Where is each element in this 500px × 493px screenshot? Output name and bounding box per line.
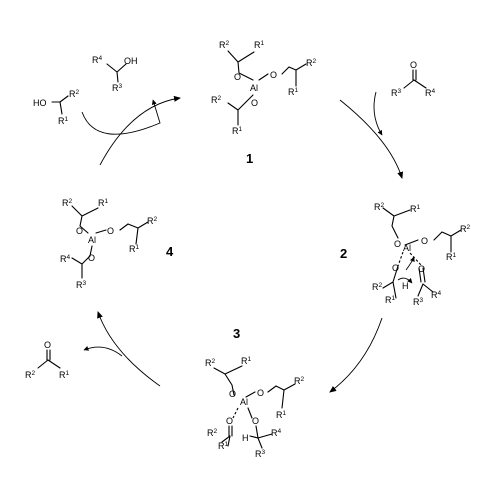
r1-label: R1 xyxy=(276,410,287,420)
r1-label: R1 xyxy=(288,87,299,97)
r4-label: R4 xyxy=(271,428,282,438)
oxygen-label: O xyxy=(418,264,425,274)
r1-label: R1 xyxy=(218,441,229,451)
r2-label: R2 xyxy=(460,224,471,234)
oxygen-label: O xyxy=(234,72,241,82)
ketone-product: O R2 R1 xyxy=(25,340,70,380)
alcohol-leaving: HO R2 R1 xyxy=(33,89,80,126)
hydride-label: H xyxy=(242,433,249,443)
oxygen-label: O xyxy=(251,98,258,108)
r1-label: R1 xyxy=(129,244,140,254)
oxygen-label: O xyxy=(270,70,277,80)
al-atom-label: Al xyxy=(403,243,411,253)
compound-number-4: 4 xyxy=(166,244,174,259)
r1-label: R1 xyxy=(254,40,265,50)
hydroxyl-label: HO xyxy=(33,98,47,108)
arrow-3-to-4 xyxy=(83,311,161,387)
r2-label: R2 xyxy=(205,358,216,368)
r2-label: R2 xyxy=(211,95,222,105)
oxygen-label: O xyxy=(88,253,95,263)
oxygen-label: O xyxy=(257,388,264,398)
alcohol-entering: R4 OH R3 xyxy=(92,55,138,93)
oxygen-label: O xyxy=(229,389,236,399)
r3-label: R3 xyxy=(255,449,266,459)
hydroxyl-label: OH xyxy=(124,56,138,66)
oxygen-label: O xyxy=(107,226,114,236)
oxygen-label: O xyxy=(226,416,233,426)
r4-label: R4 xyxy=(92,55,103,65)
r1-label: R1 xyxy=(58,116,69,126)
al-atom-label: Al xyxy=(88,235,96,245)
r1-label: R1 xyxy=(232,126,243,136)
arrow-2-to-3 xyxy=(329,317,383,393)
r2-label: R2 xyxy=(219,40,230,50)
r3-label: R3 xyxy=(76,280,87,290)
r2-label: R2 xyxy=(294,376,305,386)
compound-1: Al O O O R2 R1 R2 R1 R2 R1 1 xyxy=(211,40,317,166)
r4-label: R4 xyxy=(431,290,442,300)
r4-label: R4 xyxy=(425,88,436,98)
al-atom-label: Al xyxy=(240,397,248,407)
r1-label: R1 xyxy=(241,356,252,366)
arrow-4-to-1 xyxy=(81,95,181,166)
r3-label: R3 xyxy=(391,88,402,98)
oxygen-label: O xyxy=(252,416,259,426)
compound-4: Al O O O R2 R1 R2 R1 R4 R3 4 xyxy=(60,198,174,290)
r1-label: R1 xyxy=(446,252,457,262)
r2-label: R2 xyxy=(25,370,36,380)
oxygen-label: O xyxy=(392,263,399,273)
r1-label: R1 xyxy=(410,204,421,214)
r2-label: R2 xyxy=(207,428,218,438)
r3-label: R3 xyxy=(112,83,123,93)
oxygen-label: O xyxy=(410,60,417,70)
arrow-1-to-2 xyxy=(339,91,404,179)
compound-number-1: 1 xyxy=(246,151,253,166)
oxygen-label: O xyxy=(421,236,428,246)
r4-label: R4 xyxy=(60,254,71,264)
oxygen-label: O xyxy=(394,239,401,249)
compound-2: Al O O O O H R2 R1 R2 R1 R2 R1 R4 R3 2 xyxy=(340,202,471,307)
r2-label: R2 xyxy=(306,58,317,68)
r2-label: R2 xyxy=(374,202,385,212)
r1-label: R1 xyxy=(59,370,70,380)
oxygen-label: O xyxy=(76,226,83,236)
oxygen-label: O xyxy=(44,340,51,350)
r2-label: R2 xyxy=(69,89,80,99)
r2-label: R2 xyxy=(147,216,158,226)
r1-label: R1 xyxy=(98,198,109,208)
compound-number-2: 2 xyxy=(340,246,347,261)
ketone-reagent: O R3 R4 xyxy=(391,60,436,98)
hydride-label: H xyxy=(402,281,409,291)
compound-number-3: 3 xyxy=(233,326,240,341)
r2-label: R2 xyxy=(62,198,73,208)
r1-label: R1 xyxy=(385,295,396,305)
compound-3: Al O O O O H R2 R1 R2 R1 R2 R1 R4 R3 3 xyxy=(205,326,305,459)
al-atom-label: Al xyxy=(250,83,258,93)
r3-label: R3 xyxy=(413,297,424,307)
r2-label: R2 xyxy=(372,282,383,292)
